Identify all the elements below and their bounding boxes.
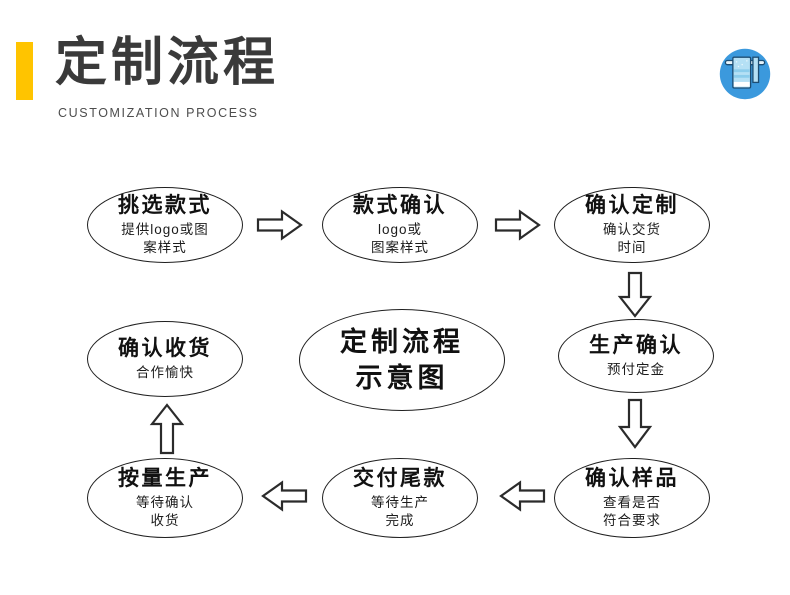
arrow-left-icon — [260, 478, 308, 519]
node-style-confirm: 款式确认 logo或 图案样式 — [322, 187, 478, 263]
node-title: 确认样品 — [585, 466, 679, 490]
node-title: 按量生产 — [118, 466, 212, 490]
node-subtitle: 等待生产 完成 — [371, 495, 429, 528]
node-subtitle: logo或 图案样式 — [371, 222, 429, 255]
node-pay-balance: 交付尾款 等待生产 完成 — [322, 458, 478, 538]
node-confirm-sample: 确认样品 查看是否 符合要求 — [554, 458, 710, 538]
node-title: 款式确认 — [353, 193, 447, 217]
page-title: 定制流程 — [55, 34, 280, 92]
node-subtitle: 查看是否 符合要求 — [603, 495, 661, 528]
node-confirm-receipt: 确认收货 合作愉快 — [87, 321, 243, 397]
node-mass-production: 按量生产 等待确认 收货 — [87, 458, 243, 538]
node-subtitle: 预付定金 — [607, 361, 665, 377]
node-title: 交付尾款 — [353, 466, 447, 490]
node-subtitle: 等待确认 收货 — [136, 495, 194, 528]
towel-icon — [717, 46, 773, 102]
diagram-title-line2: 示意图 — [355, 363, 449, 393]
arrow-right-icon — [494, 207, 542, 248]
node-pick-style: 挑选款式 提供logo或图 案样式 — [87, 187, 243, 263]
node-confirm-customization: 确认定制 确认交货 时间 — [554, 187, 710, 263]
diagram-title-line1: 定制流程 — [340, 326, 464, 357]
node-diagram-title: 定制流程 示意图 — [299, 309, 505, 411]
node-subtitle: 提供logo或图 案样式 — [121, 222, 209, 255]
arrow-up-icon — [149, 402, 185, 461]
node-title: 挑选款式 — [118, 193, 212, 217]
page-subtitle: CUSTOMIZATION PROCESS — [58, 106, 259, 120]
accent-bar — [16, 42, 33, 100]
arrow-left-icon — [498, 478, 546, 519]
node-production-confirm: 生产确认 预付定金 — [558, 319, 714, 393]
arrow-down-icon — [617, 271, 653, 324]
node-title: 确认收货 — [118, 336, 212, 360]
node-subtitle: 确认交货 时间 — [603, 222, 661, 255]
arrow-right-icon — [256, 207, 304, 248]
arrow-down-icon — [617, 398, 653, 455]
node-title: 生产确认 — [589, 333, 683, 357]
node-title: 确认定制 — [585, 193, 679, 217]
node-subtitle: 合作愉快 — [136, 364, 194, 380]
